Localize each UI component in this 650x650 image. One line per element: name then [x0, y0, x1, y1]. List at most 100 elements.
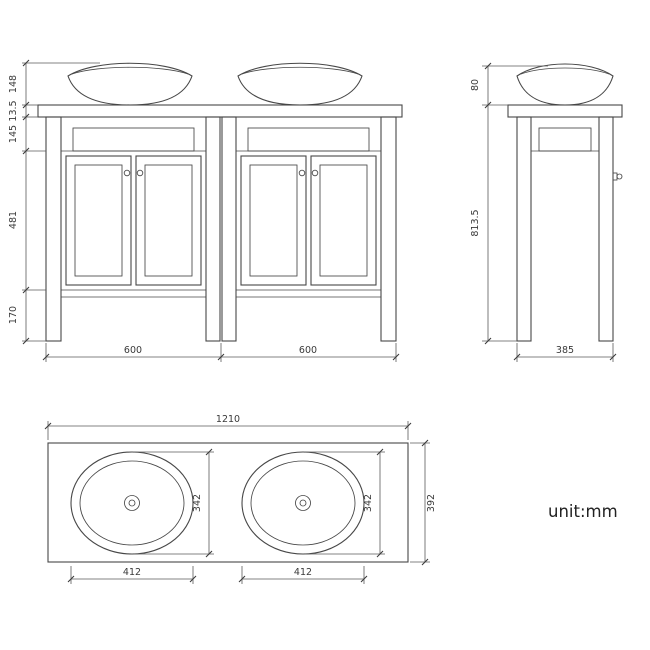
dim-tick: [513, 353, 521, 361]
dim-basin-height: 148: [8, 75, 19, 93]
front-height-dimensions: 148 13.5 145 481 170: [8, 59, 100, 345]
dim-tick: [22, 113, 30, 121]
basin-left-drain-center: [128, 499, 136, 507]
dim-tick: [376, 448, 384, 456]
vessel-basin-left-rim: [71, 66, 189, 75]
countertop-side: [507, 104, 623, 118]
leg-front-center-left: [205, 116, 221, 342]
dim-tick: [238, 575, 246, 583]
dim-left-unit-width: 600: [124, 345, 142, 356]
basin-left-drain: [124, 495, 140, 511]
dim-tick: [421, 558, 429, 566]
top-overall-width-dimension: 1210: [44, 414, 412, 440]
dim-right-unit-width: 600: [299, 345, 317, 356]
door-knob-side-profile: [612, 172, 618, 181]
dim-tick: [22, 147, 30, 155]
top-counter-depth-dimension: 392: [410, 439, 437, 566]
dim-side-total-height: 813.5: [470, 209, 481, 236]
door-knob: [123, 169, 131, 177]
dim-counter-depth: 392: [426, 494, 437, 512]
leg-front-center-right: [221, 116, 237, 342]
dim-countertop-thickness: 13.5: [8, 100, 19, 121]
basin-right-outer: [241, 451, 365, 555]
dim-tick: [392, 353, 400, 361]
leg-side-back: [598, 116, 614, 342]
door-left-unit-2: [135, 155, 202, 286]
dim-tick: [404, 422, 412, 430]
dim-side-basin-height: 80: [470, 79, 481, 91]
dim-leg-height: 170: [8, 306, 19, 324]
dim-tick: [484, 62, 492, 70]
basin-left-outer: [70, 451, 194, 555]
leg-side-front: [516, 116, 532, 342]
vessel-basin-left: [67, 62, 193, 106]
front-width-dimensions: 600 600: [42, 343, 400, 362]
basin-right-drain: [295, 495, 311, 511]
vessel-basin-right: [237, 62, 363, 106]
side-height-dimensions: 80 813.5: [470, 62, 548, 345]
door-panel-right-unit-2: [319, 164, 368, 277]
countertop-front: [37, 104, 403, 118]
door-panel-left-unit-2: [144, 164, 193, 277]
leg-front-right: [380, 116, 397, 342]
dim-tick: [189, 575, 197, 583]
dim-right-basin-width: 412: [294, 567, 312, 578]
dim-tick: [360, 575, 368, 583]
apron-panel-left-unit: [72, 127, 195, 152]
dim-tick: [217, 353, 225, 361]
countertop-plan: [47, 442, 409, 563]
apron-panel-side: [538, 127, 592, 152]
basin-left-width-dimension: 412: [67, 566, 197, 584]
dim-right-basin-depth: 342: [363, 494, 374, 512]
leg-front-left: [45, 116, 62, 342]
door-knob: [136, 169, 144, 177]
side-view: 80 813.5 385: [470, 62, 623, 362]
dim-apron-height: 145: [8, 125, 19, 143]
vessel-basin-side: [516, 63, 614, 106]
door-panel-right-unit-1: [249, 164, 298, 277]
dim-tick: [67, 575, 75, 583]
dim-tick: [609, 353, 617, 361]
dim-overall-width: 1210: [216, 414, 240, 425]
dim-tick: [44, 422, 52, 430]
top-view-shapes: [47, 442, 409, 563]
front-view-shapes: [37, 62, 403, 342]
dim-tick: [421, 439, 429, 447]
dim-side-depth: 385: [556, 345, 574, 356]
basin-right-width-dimension: 412: [238, 566, 368, 584]
dim-tick: [22, 286, 30, 294]
dim-tick: [22, 101, 30, 109]
door-left-unit-1: [65, 155, 132, 286]
dim-tick: [484, 337, 492, 345]
basin-left-depth-dimension: 342: [134, 448, 214, 558]
door-panel-left-unit-1: [74, 164, 123, 277]
side-depth-dimension: 385: [513, 343, 617, 362]
door-knob-side: [616, 173, 623, 180]
door-right-unit-2: [310, 155, 377, 286]
door-knob: [298, 169, 306, 177]
dim-left-basin-width: 412: [123, 567, 141, 578]
apron-panel-right-unit: [247, 127, 370, 152]
vessel-basin-right-rim: [241, 66, 359, 75]
vessel-basin-side-rim: [520, 67, 610, 75]
basin-right-inner: [250, 460, 356, 546]
side-view-shapes: [507, 63, 623, 342]
dim-tick: [42, 353, 50, 361]
dim-tick: [22, 337, 30, 345]
top-view: 1210 392 342 342: [44, 414, 437, 584]
basin-left-inner: [79, 460, 185, 546]
basin-right-depth-dimension: 342: [305, 448, 385, 558]
door-right-unit-1: [240, 155, 307, 286]
door-knob: [311, 169, 319, 177]
dim-tick: [376, 550, 384, 558]
dim-tick: [484, 101, 492, 109]
front-view: 148 13.5 145 481 170 600 600: [8, 59, 403, 362]
basin-right-drain-center: [299, 499, 307, 507]
dim-tick: [205, 550, 213, 558]
dim-door-height: 481: [8, 211, 19, 229]
dim-tick: [22, 59, 30, 67]
unit-label: unit:mm: [548, 502, 618, 521]
dim-left-basin-depth: 342: [192, 494, 203, 512]
